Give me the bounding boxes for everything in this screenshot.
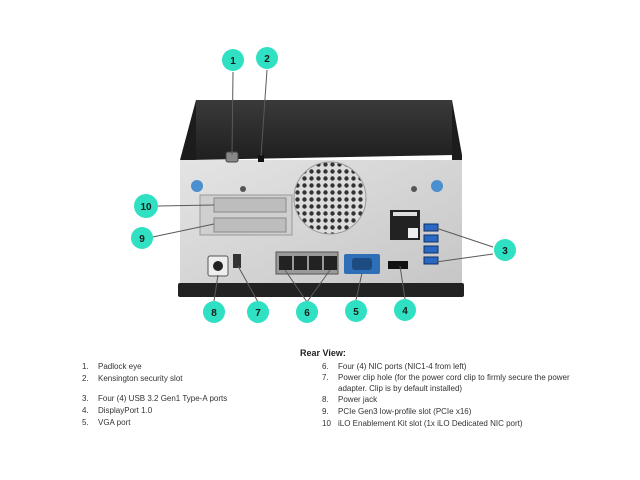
nic-ports bbox=[275, 251, 339, 275]
displayport bbox=[388, 261, 408, 269]
server-rear-diagram: 1 2 3 4 5 6 7 8 9 10 bbox=[131, 47, 516, 323]
legend-item-1: 1. Padlock eye bbox=[82, 361, 142, 372]
legend-item-number: 1. bbox=[82, 362, 89, 371]
leader-lines bbox=[147, 69, 494, 303]
legend-item-9: 9. PCIe Gen3 low-profile slot (PCIe x16) bbox=[322, 406, 471, 417]
callout-1-label: 1 bbox=[230, 56, 236, 67]
legend-item-text: Four (4) USB 3.2 Gen1 Type-A ports bbox=[98, 394, 228, 403]
legend-item-number: 6. bbox=[322, 362, 329, 371]
nic-port bbox=[294, 256, 307, 270]
leader-line-3a bbox=[435, 227, 494, 248]
callout-7: 7 bbox=[247, 301, 269, 323]
leader-line-9 bbox=[147, 223, 215, 239]
leader-line-1 bbox=[231, 71, 234, 156]
power-jack-hole bbox=[213, 261, 223, 271]
legend-item-2: 2. Kensington security slot bbox=[82, 373, 183, 384]
callout-5: 5 bbox=[345, 300, 367, 322]
callout-2-label: 2 bbox=[264, 54, 270, 65]
screw-right bbox=[411, 186, 417, 192]
leader-line-6b bbox=[306, 269, 331, 303]
legend-item-number: 5. bbox=[82, 418, 89, 427]
legend-item-text: PCIe Gen3 low-profile slot (PCIe x16) bbox=[338, 407, 472, 416]
callout-9-label: 9 bbox=[139, 234, 145, 245]
leader-line-5 bbox=[355, 272, 363, 301]
leader-line-2 bbox=[260, 69, 268, 157]
legend-item-3: 3. Four (4) USB 3.2 Gen1 Type-A ports bbox=[82, 393, 227, 404]
legend-item-text: DisplayPort 1.0 bbox=[98, 406, 153, 415]
nic-port bbox=[324, 256, 337, 270]
legend-item-4: 4. DisplayPort 1.0 bbox=[82, 405, 152, 416]
legend-item-text: Kensington security slot bbox=[98, 374, 183, 383]
usb-port bbox=[423, 245, 439, 254]
legend-item-number: 3. bbox=[82, 394, 89, 403]
legend-item-number: 4. bbox=[82, 406, 89, 415]
legend-title: Rear View: bbox=[300, 348, 346, 358]
callout-9: 9 bbox=[131, 227, 153, 249]
chassis-top bbox=[190, 100, 454, 160]
leader-line-6a bbox=[284, 269, 308, 303]
callout-2: 2 bbox=[256, 47, 278, 69]
callout-10-label: 10 bbox=[140, 202, 152, 213]
callout-1: 1 bbox=[222, 49, 244, 71]
callout-6-label: 6 bbox=[304, 308, 310, 319]
leader-line-10 bbox=[157, 204, 215, 207]
legend-item-text: VGA port bbox=[98, 418, 131, 427]
legend-item-text: Power jack bbox=[338, 395, 378, 404]
usb-ports bbox=[423, 223, 439, 265]
callout-3: 3 bbox=[494, 239, 516, 261]
fan-grill bbox=[293, 161, 367, 235]
legend-item-text: Power clip hole (for the power cord clip… bbox=[338, 373, 570, 393]
usb-port bbox=[423, 234, 439, 243]
pcie-slot-area bbox=[199, 194, 293, 236]
legend-item-8: 8. Power jack bbox=[322, 394, 377, 405]
legend-item-number: 8. bbox=[322, 395, 329, 404]
legend-item-number: 9. bbox=[322, 407, 329, 416]
callout-7-label: 7 bbox=[255, 308, 261, 319]
nic-port bbox=[309, 256, 322, 270]
chassis-base bbox=[178, 283, 464, 297]
thumbscrew-right bbox=[431, 180, 443, 192]
callout-5-label: 5 bbox=[353, 307, 359, 318]
pcie-slot-bracket bbox=[213, 217, 287, 233]
legend-item-6: 6. Four (4) NIC ports (NIC1-4 from left) bbox=[322, 361, 466, 372]
leader-line-4 bbox=[399, 265, 406, 300]
legend-item-number: 2. bbox=[82, 374, 89, 383]
legend-item-10: 10 iLO Enablement Kit slot (1x iLO Dedica… bbox=[322, 418, 523, 429]
legend-item-text: Padlock eye bbox=[98, 362, 142, 371]
usb-port bbox=[423, 223, 439, 232]
callout-8: 8 bbox=[203, 301, 225, 323]
leader-line-8 bbox=[213, 274, 219, 302]
ilo-slot-bracket bbox=[213, 197, 287, 213]
kensington-slot bbox=[258, 155, 264, 162]
legend-item-text: iLO Enablement Kit slot (1x iLO Dedicate… bbox=[338, 419, 523, 428]
callout-8-label: 8 bbox=[211, 308, 217, 319]
callout-6: 6 bbox=[296, 301, 318, 323]
callout-3-label: 3 bbox=[502, 246, 508, 257]
legend-item-7: 7. Power clip hole (for the power cord cl… bbox=[322, 372, 570, 394]
callout-10: 10 bbox=[134, 194, 158, 218]
power-clip-hole bbox=[233, 254, 241, 268]
legend-item-text: Four (4) NIC ports (NIC1-4 from left) bbox=[338, 362, 467, 371]
leader-line-7 bbox=[237, 265, 259, 303]
usb-port bbox=[423, 256, 439, 265]
legend-item-number: 10 bbox=[322, 419, 331, 428]
leader-line-3b bbox=[435, 253, 494, 263]
callout-4-label: 4 bbox=[402, 306, 408, 317]
legend-item-number: 7. bbox=[322, 373, 329, 382]
nic-port bbox=[279, 256, 292, 270]
thumbscrew-left bbox=[191, 180, 203, 192]
callout-4: 4 bbox=[394, 299, 416, 321]
screw-left bbox=[240, 186, 246, 192]
legend-item-5: 5. VGA port bbox=[82, 417, 130, 428]
